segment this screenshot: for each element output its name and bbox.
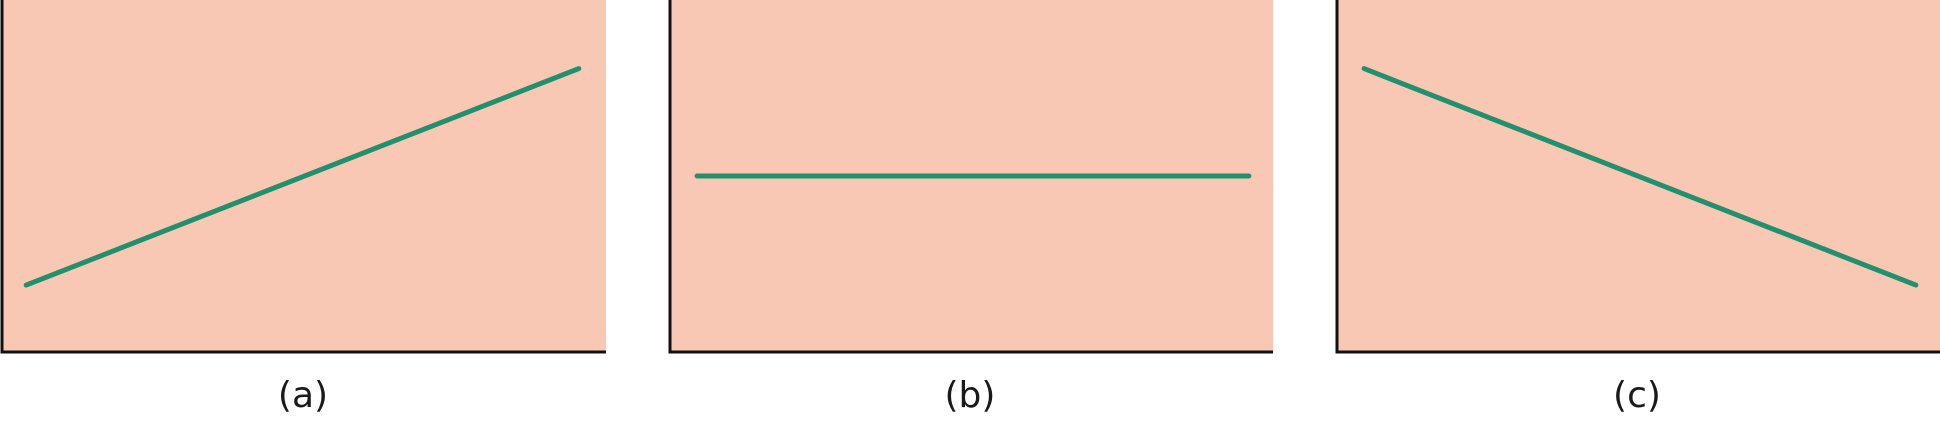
panel-b-caption: (b) xyxy=(945,375,996,416)
panel-a xyxy=(0,0,606,354)
panel-a-series-line-0 xyxy=(23,66,582,288)
panel-c-caption: (c) xyxy=(1613,375,1661,416)
panel-b xyxy=(668,0,1273,354)
panel-c-series-line-0 xyxy=(1361,66,1919,288)
panel-c xyxy=(1335,0,1940,354)
panel-a-caption: (a) xyxy=(278,375,328,416)
